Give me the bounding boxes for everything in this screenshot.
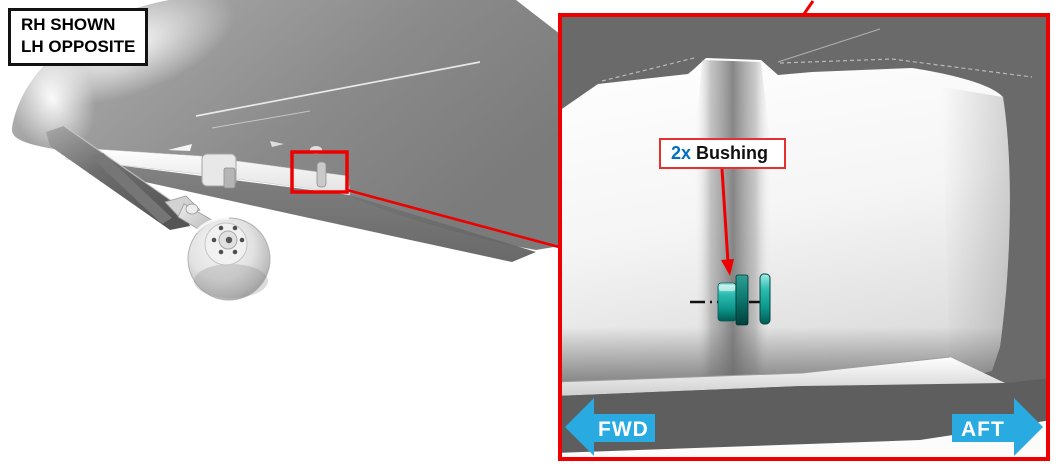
fwd-arrow-label: FWD [598, 418, 649, 441]
strut-pivot [185, 203, 199, 215]
callout-quantity: 2x [671, 143, 692, 163]
hinge-tab [223, 167, 236, 189]
panel-seam-line [195, 61, 481, 117]
detail-rendering: FWD AFT [562, 17, 1046, 457]
callout-arrow-line [720, 168, 730, 263]
right-panel-shading [942, 87, 1010, 377]
wireframe-edge-3 [777, 28, 881, 63]
lower-rail [562, 357, 1005, 396]
wireframe-edge [601, 57, 695, 82]
bottom-white-region [562, 420, 1046, 457]
bushing-fitting-pin [316, 161, 327, 188]
hub-center-hole [225, 236, 233, 244]
band-highlight-2 [270, 141, 284, 147]
rail-top-edge [562, 356, 951, 383]
bushing-body-highlight [719, 285, 735, 291]
tire-bottom-shade [194, 264, 268, 298]
aft-arrow [952, 398, 1043, 456]
overview-view: RH SHOWN LH OPPOSITE [8, 0, 560, 301]
wireframe-edge-2 [779, 58, 1033, 78]
aft-arrow-label: AFT [961, 418, 1005, 441]
panel-seam-line-2 [211, 110, 311, 129]
bushing-flange [735, 274, 749, 326]
nose-front-highlight [8, 40, 96, 156]
wheel-bolt-holes [211, 225, 245, 255]
bushing-callout: 2x Bushing [659, 138, 786, 169]
band-highlight [168, 144, 192, 151]
note-line-1: RH SHOWN [21, 15, 116, 34]
lower-dark-region [562, 378, 1046, 453]
aircraft-rendering [8, 0, 560, 301]
bushing-ring [759, 273, 771, 325]
gear-door-brace [91, 153, 172, 224]
callout-arrowhead [721, 259, 734, 276]
tire-highlight-arc [194, 216, 230, 234]
detail-view: FWD AFT 2x Bushing [558, 13, 1050, 461]
fitting-dome [310, 146, 322, 154]
orientation-note: RH SHOWN LH OPPOSITE [8, 8, 149, 66]
fwd-arrow [565, 398, 655, 456]
gear-door-edge [63, 125, 183, 209]
note-line-2: LH OPPOSITE [21, 37, 136, 57]
callout-part-label: Bushing [696, 143, 769, 163]
